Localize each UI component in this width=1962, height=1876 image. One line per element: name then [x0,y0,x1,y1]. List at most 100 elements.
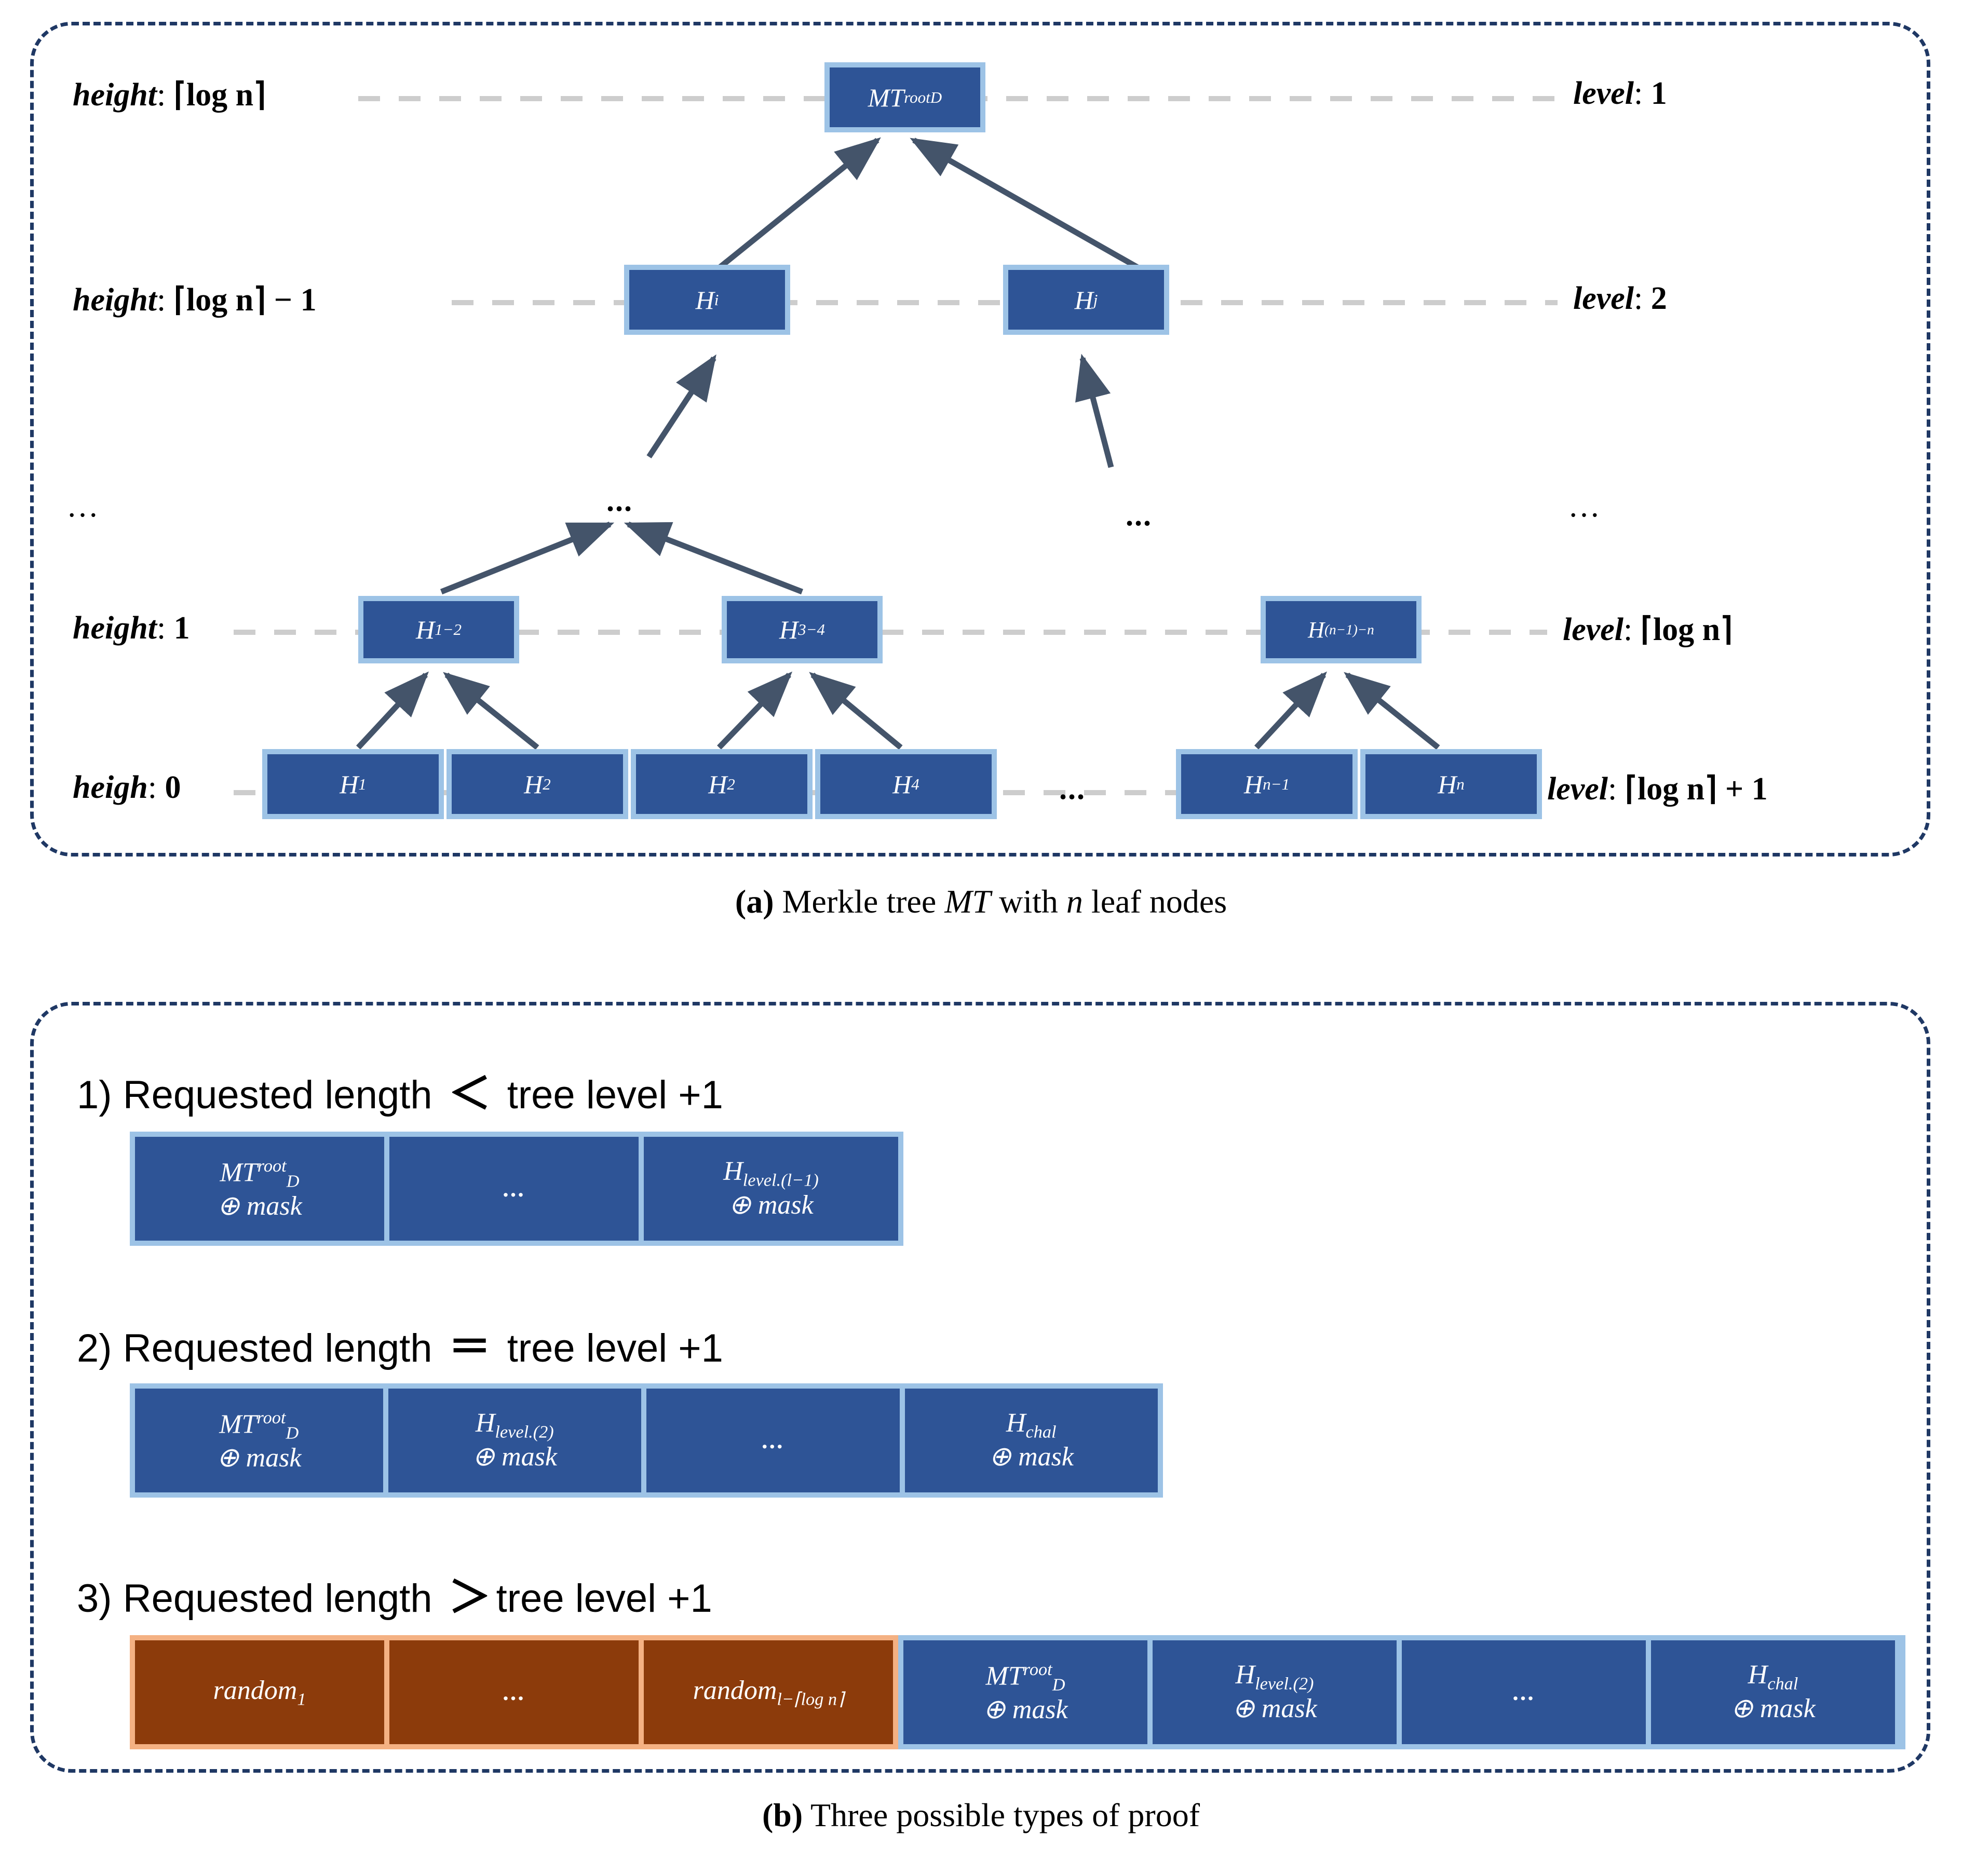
s21-sub: D [286,1423,299,1443]
case-2-number: 2) [77,1326,112,1370]
caption-a-prefix: (a) [735,883,774,920]
leaf2-sub: 2 [543,774,551,793]
level-keyword-2: level [1573,281,1634,316]
proof-seg-2-1[interactable]: MTrootD ⊕ mask [135,1389,383,1492]
proof-seg-3-b2-line2: ⊕ mask [1232,1694,1317,1724]
proof-seg-3-b1[interactable]: MTrootD ⊕ mask [903,1640,1147,1744]
height-label-leaf: heigh: 0 [73,769,181,806]
proof-seg-3-b4-line2: ⊕ mask [1730,1694,1816,1724]
s3b1-sup: root [1023,1659,1052,1679]
case-3-number: 3) [77,1576,112,1621]
proof-group-random: random1 ... randoml−⌈log n⌉ [130,1635,898,1749]
proof-seg-1-2-dots: ... [503,1175,525,1202]
root-sub: D [930,88,942,106]
level-label-leaf: level: ⌈log n⌉ + 1 [1547,769,1768,808]
caption-a-math2: n [1066,883,1083,920]
tree-node-hn1-n[interactable]: H(n−1)−n [1261,596,1422,663]
case-1-number: 1) [77,1073,112,1117]
hj-sub: j [1093,290,1098,309]
proof-seg-2-2[interactable]: Hlevel.(2) ⊕ mask [388,1389,642,1492]
height-label-level2: height: ⌈log n⌉ − 1 [73,280,317,319]
proof-case-1-title: 1) Requested length ＜ tree level +1 [77,1059,723,1121]
proof-seg-2-3[interactable]: ... [646,1389,900,1492]
s3r1-sub: 1 [297,1689,306,1709]
proof-seg-3-b4[interactable]: Hchal ⊕ mask [1651,1640,1895,1744]
proof-seg-3-r2-dots: ... [503,1679,525,1706]
height-value-2: ⌈log n⌉ − 1 [173,282,317,318]
s3b1-sub: D [1052,1675,1065,1695]
tree-ellipsis-left-text: ... [606,483,633,518]
proof-seg-1-1-line2: ⊕ mask [217,1191,302,1221]
s11-sup: root [257,1155,287,1176]
panel-merkle-tree [30,22,1930,857]
proof-seg-3-r3[interactable]: randoml−⌈log n⌉ [644,1640,893,1744]
level-label-ellipsis: … [1568,488,1600,525]
level-label-level1: level: 1 [1573,75,1667,112]
height-value-3: 1 [173,610,190,646]
s11-base: MT [220,1158,258,1188]
proof-seg-3-b2[interactable]: Hlevel.(2) ⊕ mask [1153,1640,1397,1744]
leafn-sub: n [1456,774,1465,793]
s22-base: H [475,1408,495,1438]
leaf3-sub: 2 [727,774,735,793]
case-3-comparator: ＞ [448,1574,491,1621]
proof-bar-case-2: MTrootD ⊕ mask Hlevel.(2) ⊕ mask ... Hch… [130,1383,1163,1498]
proof-case-3-title: 3) Requested length ＞tree level +1 [77,1562,712,1624]
height-value-4: 0 [165,770,181,805]
case-2-comparator: ＝ [448,1324,491,1371]
proof-group-hashes: MTrootD ⊕ mask Hlevel.(2) ⊕ mask ... Hch… [898,1635,1905,1749]
h12-sub: 1−2 [435,620,462,638]
panel-proof-types [30,1002,1930,1773]
proof-seg-3-b1-line1: MTrootD [986,1660,1065,1695]
s24-base: H [1006,1408,1026,1438]
tree-ellipsis-right: ... [1126,497,1152,533]
proof-seg-1-3-line2: ⊕ mask [728,1190,814,1220]
proof-seg-2-2-line2: ⊕ mask [472,1442,557,1472]
level-value-4: ⌈log n⌉ + 1 [1625,771,1768,807]
s3r1-base: random [213,1675,297,1705]
proof-seg-3-r1-line1: random1 [213,1676,306,1709]
caption-panel-a: (a) Merkle tree MT with n leaf nodes [0,882,1962,921]
height-keyword-4: heigh [73,770,148,805]
proof-case-2-title: 2) Requested length ＝ tree level +1 [77,1312,723,1374]
level-sep-3: : [1623,612,1641,647]
height-label-level1: height: ⌈log n⌉ [73,75,266,114]
proof-seg-1-2[interactable]: ... [389,1137,639,1241]
s13-base: H [723,1157,743,1187]
proof-seg-1-1[interactable]: MTrootD ⊕ mask [135,1137,384,1241]
level-ellipsis: … [1568,488,1600,524]
proof-seg-1-3[interactable]: Hlevel.(l−1) ⊕ mask [644,1137,898,1241]
proof-seg-3-b2-line1: Hlevel.(2) [1236,1660,1314,1694]
proof-seg-3-r2[interactable]: ... [389,1640,639,1744]
level-sep-2: : [1634,281,1651,316]
proof-seg-3-b3[interactable]: ... [1402,1640,1646,1744]
root-base: MT [868,83,904,112]
height-sep-4: : [147,770,165,805]
level-value-3: ⌈log n⌉ [1640,612,1733,647]
proof-seg-2-4[interactable]: Hchal ⊕ mask [904,1389,1158,1492]
proof-seg-3-b1-line2: ⊕ mask [983,1694,1068,1724]
proof-bar-case-1: MTrootD ⊕ mask ... Hlevel.(l−1) ⊕ mask [130,1132,903,1246]
h12-base: H [415,615,435,644]
leafn1-sub: n−1 [1263,774,1290,793]
proof-seg-3-r1[interactable]: random1 [135,1640,384,1744]
s22-sub: level.(2) [495,1422,554,1442]
proof-seg-2-2-line1: Hlevel.(2) [476,1408,554,1442]
